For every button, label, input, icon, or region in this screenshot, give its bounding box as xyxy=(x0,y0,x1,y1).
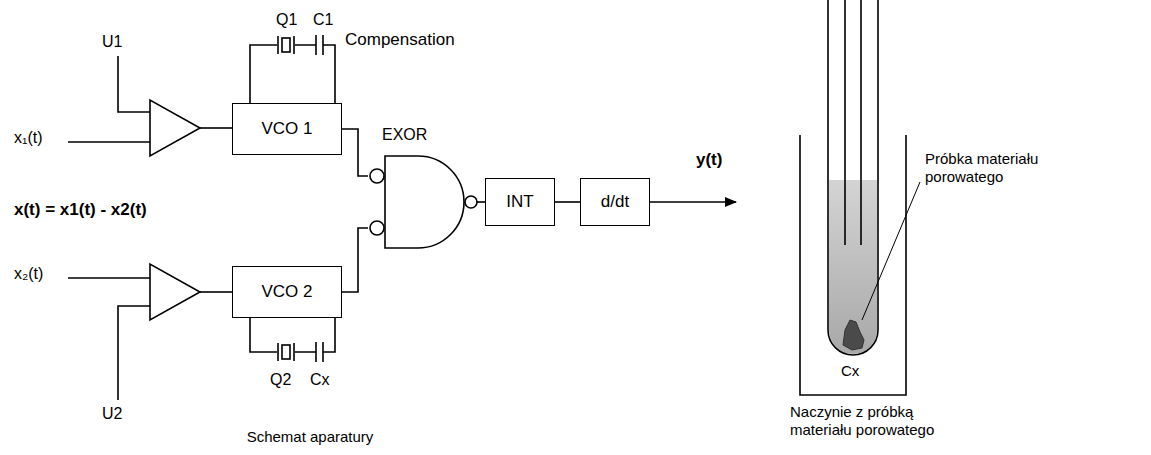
nand-gate: EXOR xyxy=(368,152,472,252)
vco-box: VCO 2 xyxy=(232,266,342,318)
amplifier-symbol xyxy=(150,264,200,320)
gap xyxy=(316,40,323,50)
note: Compensation xyxy=(345,30,455,50)
wire-connector xyxy=(342,228,368,292)
crystal-symbol xyxy=(282,345,290,359)
wire-connector xyxy=(342,129,368,176)
capacitor-plate xyxy=(322,342,324,362)
caption-text: Schemat aparatury xyxy=(200,428,420,446)
signal-name: U1 xyxy=(102,32,122,51)
wire xyxy=(68,141,150,143)
porous-sample xyxy=(843,320,864,350)
differentiator-box: d/dt xyxy=(580,178,650,226)
wire xyxy=(200,127,232,129)
gate-outline xyxy=(368,152,472,252)
caption-text: Naczynie z próbką materiału porowatego xyxy=(790,403,975,439)
callout-label: Próbka materiału porowatego xyxy=(925,150,1065,186)
capacitor-plate xyxy=(315,342,317,362)
signal-name: U2 xyxy=(102,404,122,423)
crystal-plate xyxy=(293,36,295,54)
liquid xyxy=(829,180,877,354)
output-arrow xyxy=(650,201,736,203)
leader-line xyxy=(862,182,920,320)
node-text: d/dt xyxy=(601,192,629,212)
part-name: Q1 xyxy=(276,10,297,29)
part-name: C1 xyxy=(313,10,333,29)
wire xyxy=(68,277,150,279)
amplifier-symbol xyxy=(150,100,200,156)
crystal-plate xyxy=(277,343,279,361)
vessel-outline xyxy=(800,135,906,395)
part-name: Cx xyxy=(841,362,859,380)
formula: x(t) = x1(t) - x2(t) xyxy=(14,200,147,220)
node-text: VCO 1 xyxy=(261,119,312,139)
electrode xyxy=(844,0,846,245)
capacitor-plate xyxy=(315,35,317,55)
wire xyxy=(118,56,150,112)
node-text: EXOR xyxy=(382,126,427,144)
part-name: Q2 xyxy=(270,370,291,389)
node-text: VCO 2 xyxy=(261,282,312,302)
wire xyxy=(118,306,150,400)
signal-name: x₂(t) xyxy=(14,264,43,283)
crystal-symbol xyxy=(282,38,290,52)
wire xyxy=(200,291,232,293)
vco-box: VCO 1 xyxy=(232,103,342,155)
signal-name: x₁(t) xyxy=(14,128,43,147)
signal-name: y(t) xyxy=(696,150,722,170)
crystal-plate xyxy=(277,36,279,54)
crystal-plate xyxy=(293,343,295,361)
part-name: Cx xyxy=(310,370,330,389)
capacitor-plate xyxy=(322,35,324,55)
node-text: INT xyxy=(506,192,533,212)
gap xyxy=(316,347,323,357)
test-tube xyxy=(828,0,878,355)
integrator-box: INT xyxy=(485,178,555,226)
electrode xyxy=(860,0,862,245)
wire-connector xyxy=(555,201,580,203)
